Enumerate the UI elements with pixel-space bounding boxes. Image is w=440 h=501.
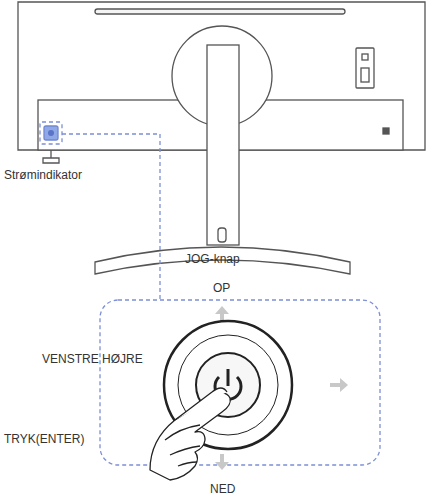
part-label: JOG-knap [185, 252, 240, 266]
direction-label: TRYK(ENTER) [4, 432, 84, 446]
part-label: Strømindikator [4, 168, 82, 182]
direction-label: VENSTRE HØJRE [42, 352, 143, 366]
direction-label: OP [213, 281, 230, 295]
direction-label: NED [210, 482, 235, 496]
